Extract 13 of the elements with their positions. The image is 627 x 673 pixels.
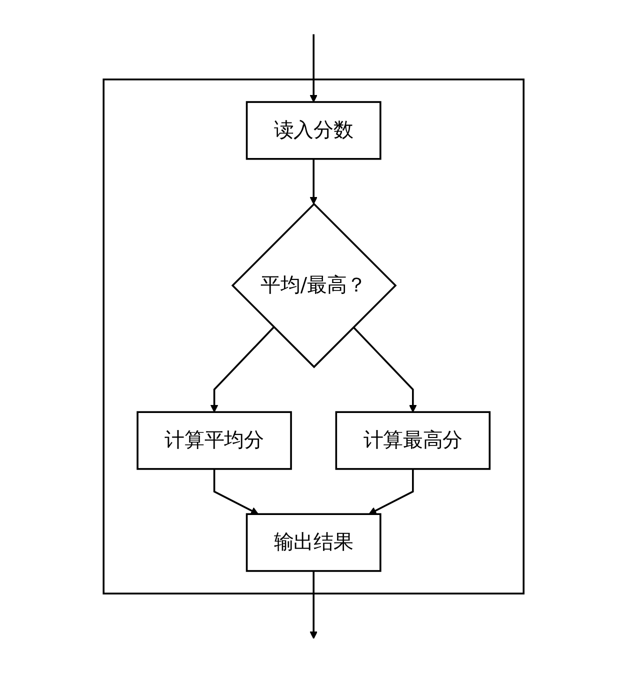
node-box: 计算最高分 — [335, 411, 490, 470]
arrow — [210, 326, 274, 412]
node-box: 计算平均分 — [136, 411, 292, 470]
arrow — [310, 570, 318, 640]
arrow — [213, 468, 258, 514]
node-box: 输出结果 — [246, 513, 382, 572]
arrow — [310, 34, 318, 102]
arrow — [310, 158, 318, 204]
node-box: 读入分数 — [246, 101, 382, 160]
arrow — [368, 468, 414, 514]
cluster — [102, 78, 524, 594]
node-diamond: 平均/最高？ — [231, 202, 397, 368]
arrow — [352, 326, 417, 412]
